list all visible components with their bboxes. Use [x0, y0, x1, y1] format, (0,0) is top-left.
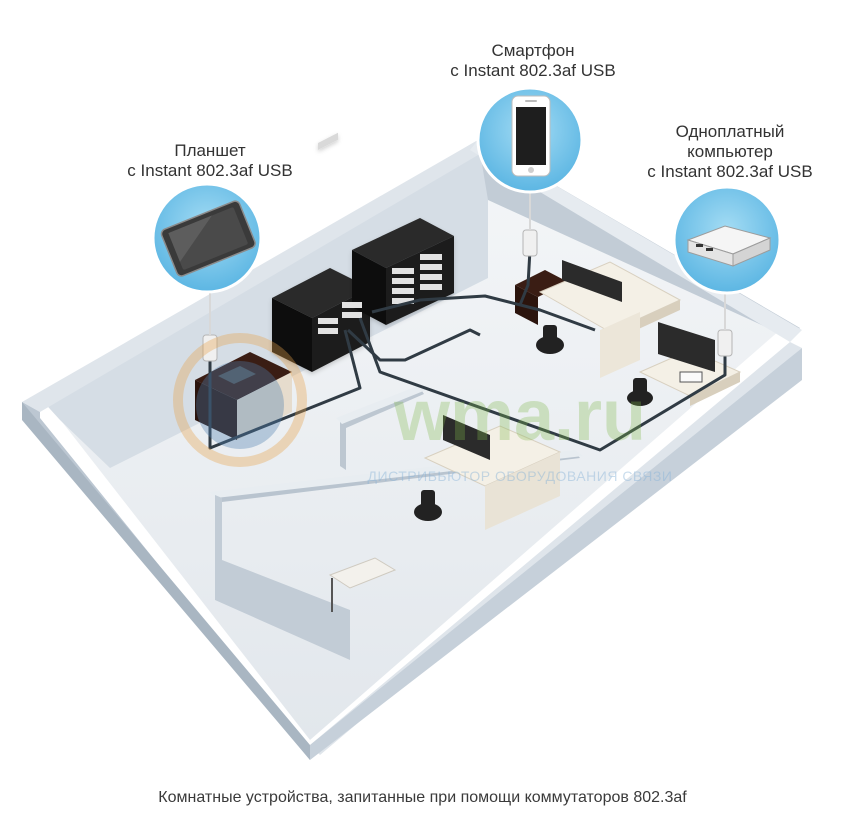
sbc-label-line3: с Instant 802.3af USB [647, 162, 813, 181]
front-right-wall-face [310, 348, 802, 760]
outer-wall-left-top [22, 140, 490, 412]
partition-wall-small-top [336, 385, 426, 424]
desk-mini-pc [679, 371, 703, 383]
watermark-wordmark: wma.ru [393, 376, 646, 456]
figure-caption: Комнатные устройства, запитанные при пом… [158, 789, 687, 806]
monitors [443, 260, 715, 460]
watermark-logo [173, 333, 307, 467]
sbc-label-line1: Одноплатный [675, 122, 785, 141]
network-cables [208, 249, 727, 452]
server-rack-1 [272, 132, 370, 372]
tablet-label: Планшет с Instant 802.3af USB [85, 141, 335, 181]
sbc-label-line2: компьютер [687, 142, 773, 161]
smartphone-label-line1: Смартфон [491, 41, 575, 60]
small-room-desk [328, 557, 397, 589]
left-cabinet [195, 352, 292, 440]
sbc-label: Одноплатный компьютер с Instant 802.3af … [620, 122, 840, 182]
mini-pc-icon [686, 225, 772, 267]
smartphone-icon [511, 95, 551, 177]
office-chairs [414, 325, 653, 521]
server-drives [318, 254, 442, 334]
smartphone-label: Смартфон с Instant 802.3af USB [408, 41, 658, 81]
front-left-wall-face [22, 402, 310, 760]
smartphone-label-line2: с Instant 802.3af USB [450, 61, 616, 80]
right-cabinet [515, 270, 568, 325]
back-left-wall [40, 140, 488, 468]
tablet-label-line1: Планшет [174, 141, 246, 160]
partition-wall-front [215, 495, 350, 660]
watermark-tagline: ДИСТРИБЬЮТОР ОБОРУДОВАНИЯ СВЯЗИ [367, 468, 673, 484]
tablet-icon [160, 200, 256, 277]
tablet-label-line2: с Instant 802.3af USB [127, 161, 293, 180]
